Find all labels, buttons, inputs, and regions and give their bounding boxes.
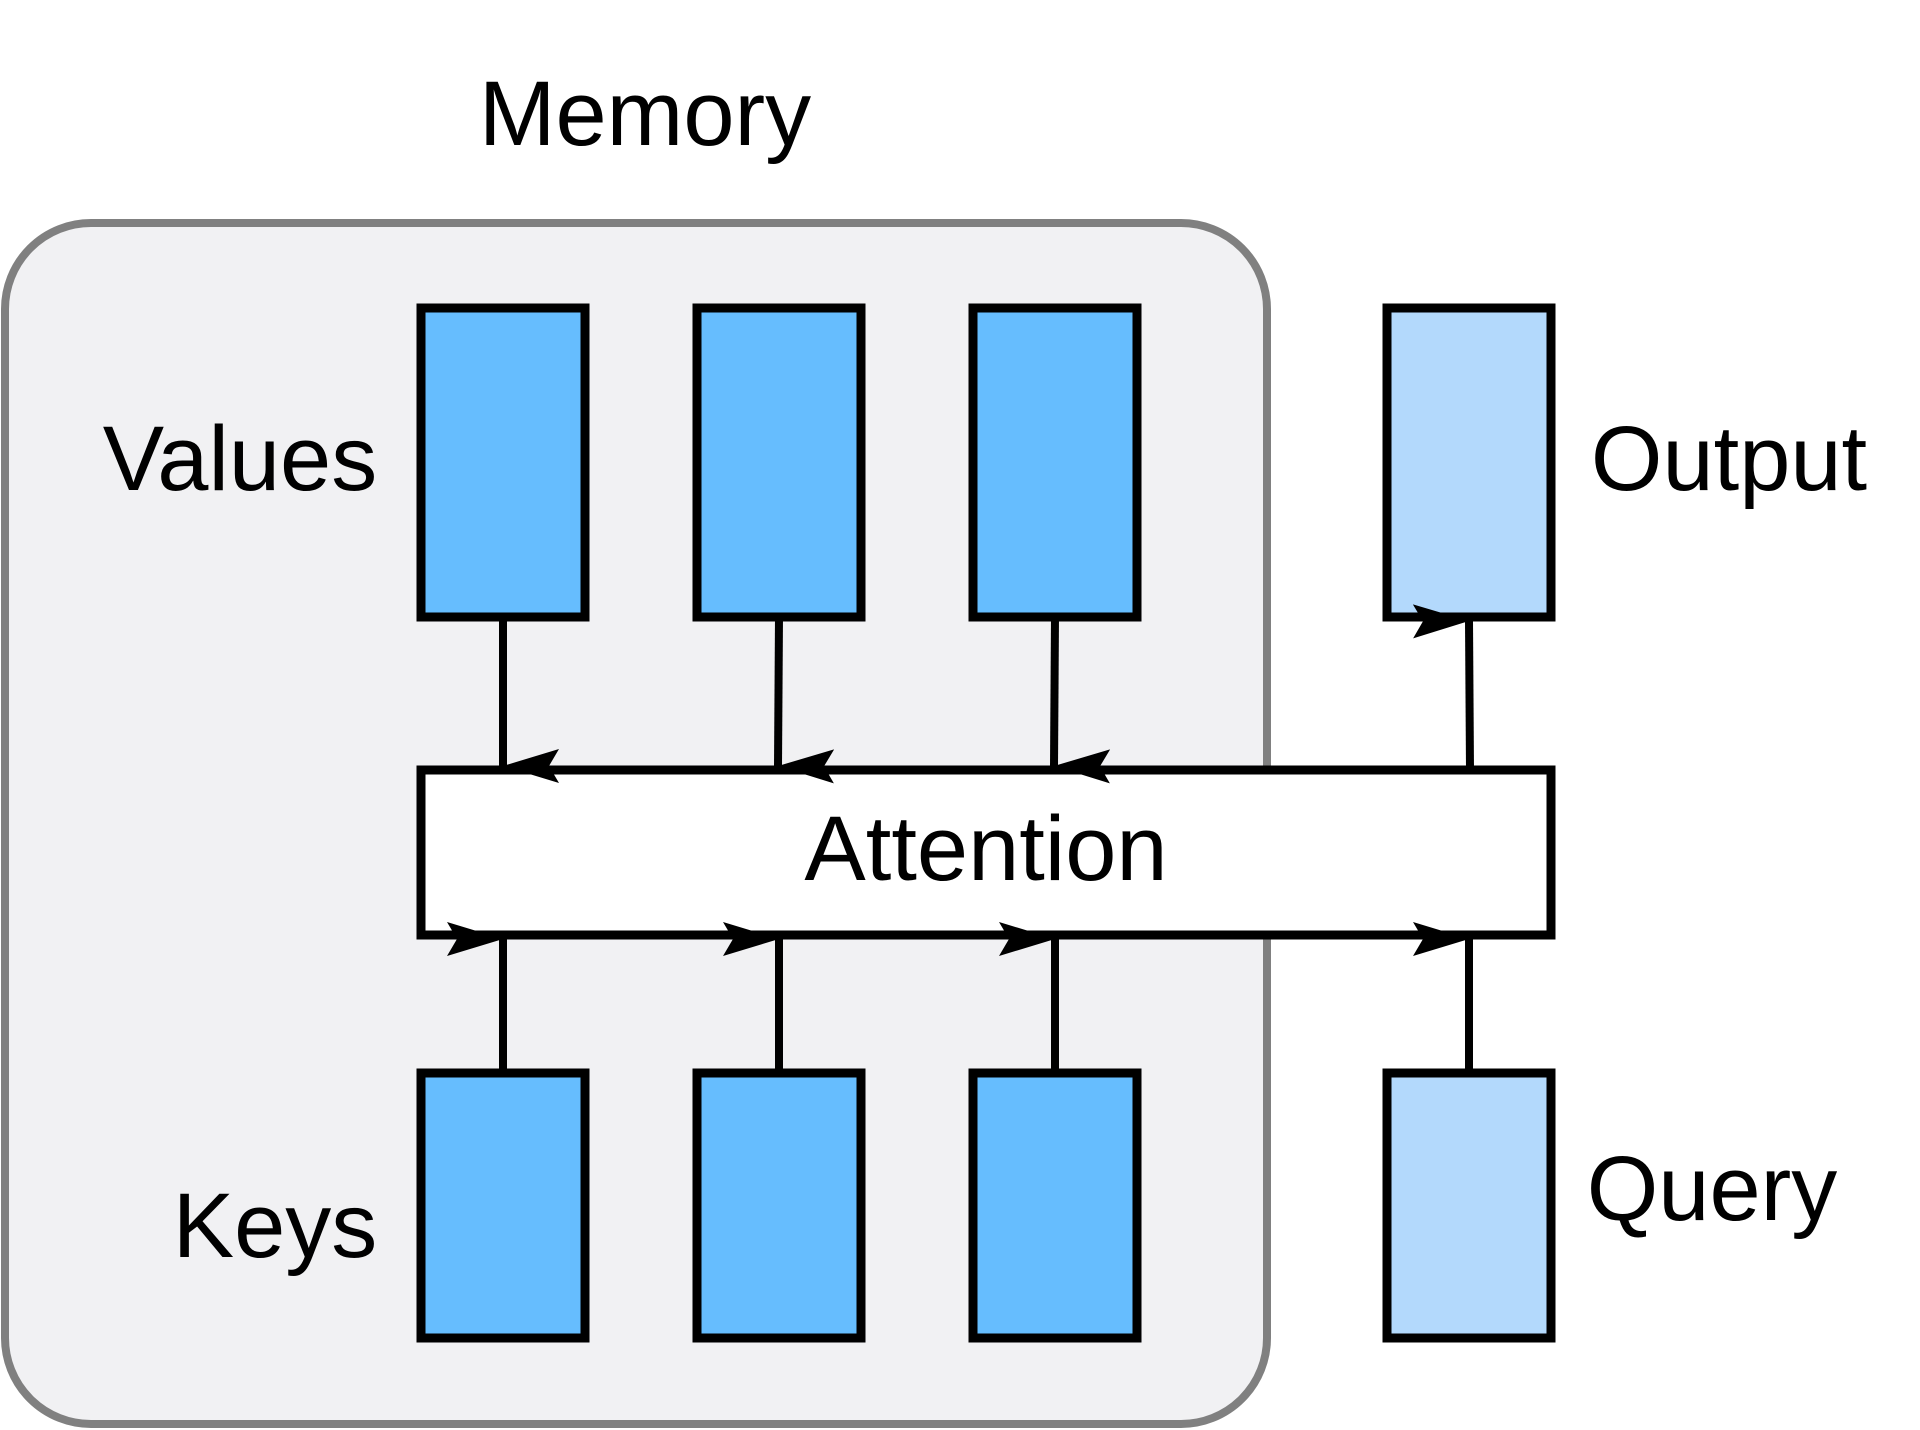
- query-label: Query: [1587, 1138, 1838, 1240]
- key-block: [692, 1068, 866, 1343]
- values-label: Values: [103, 408, 377, 510]
- value-block: [416, 303, 590, 622]
- output-label: Output: [1591, 408, 1867, 510]
- keys-label: Keys: [173, 1175, 378, 1277]
- value-block: [692, 303, 866, 622]
- memory-label: Memory: [479, 63, 811, 165]
- value-arrow: [774, 616, 835, 784]
- value-arrow: [1050, 616, 1111, 784]
- output-arrow: [1412, 604, 1474, 771]
- attention-box: [416, 765, 1556, 940]
- query-block: [1382, 1068, 1556, 1343]
- output-block: [1382, 303, 1556, 622]
- value-block: [968, 303, 1142, 622]
- attention-label: Attention: [804, 798, 1167, 900]
- key-block: [416, 1068, 590, 1343]
- key-block: [968, 1068, 1142, 1343]
